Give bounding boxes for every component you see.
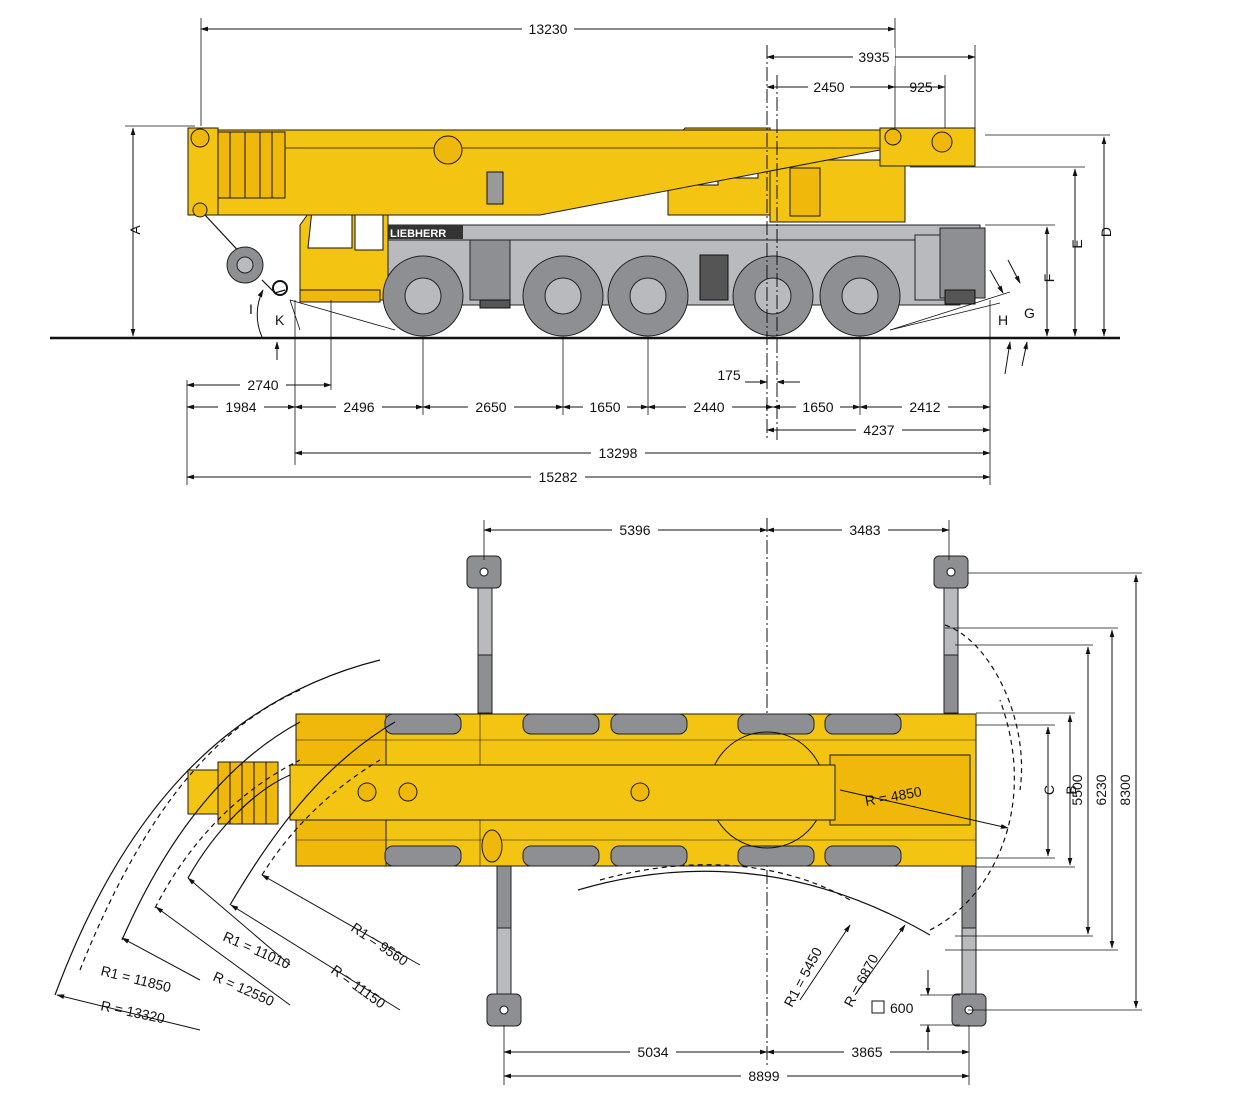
dim-13298: 13298 — [599, 445, 638, 461]
label-A: A — [127, 225, 143, 235]
top-view: R = 13320 R1 = 11850 R = 12550 R1 = 1101… — [54, 518, 1142, 1085]
dim-2740: 2740 — [247, 377, 278, 393]
dim-4237: 4237 — [863, 422, 894, 438]
dim-2650: 2650 — [475, 399, 506, 415]
hook-block — [226, 246, 288, 296]
label-r1-11010: R1 = 11010 — [221, 928, 293, 972]
label-D: D — [1098, 227, 1114, 237]
dim-6230: 6230 — [1093, 774, 1109, 805]
brand-logo: LIEBHERR — [390, 228, 446, 240]
dim-925: 925 — [909, 79, 933, 95]
side-extension-lines — [125, 18, 1110, 485]
dim-8899: 8899 — [748, 1068, 779, 1084]
driver-cab: LIEBHERR — [299, 199, 463, 303]
dim-13230: 13230 — [529, 21, 568, 37]
dim-2496: 2496 — [343, 399, 374, 415]
label-r1-5450: R1 = 5450 — [781, 944, 826, 1009]
label-C: C — [1041, 785, 1057, 795]
dim-8300: 8300 — [1117, 774, 1133, 805]
dim-5034: 5034 — [637, 1044, 668, 1060]
dim-2440: 2440 — [693, 399, 724, 415]
top-extension-lines — [483, 520, 1142, 1085]
label-K: K — [275, 312, 285, 328]
tyres-top — [384, 713, 902, 867]
pad-square-symbol — [871, 1000, 885, 1014]
dim-1984: 1984 — [225, 399, 256, 415]
label-H: H — [998, 312, 1008, 328]
dim-3935: 3935 — [858, 49, 889, 65]
telescopic-boom — [187, 127, 881, 259]
dim-2450: 2450 — [813, 79, 844, 95]
dim-5396: 5396 — [619, 522, 650, 538]
label-r-11150: R = 11150 — [328, 961, 388, 1011]
label-F: F — [1041, 274, 1057, 283]
dim-600: 600 — [890, 1000, 914, 1016]
wheels-side — [382, 255, 901, 337]
dim-2412: 2412 — [909, 399, 940, 415]
axle-dimension-row: 1984 2496 2650 1650 2440 1650 2412 — [186, 398, 991, 416]
side-view: LIEBHERR — [50, 18, 1120, 486]
dim-1650-a: 1650 — [589, 399, 620, 415]
dim-175: 175 — [717, 367, 741, 383]
label-r1-9560: R1 = 9560 — [348, 919, 411, 969]
label-r-13320: R = 13320 — [99, 997, 166, 1026]
radius-leaders — [56, 789, 1009, 1031]
label-G: G — [1024, 305, 1035, 321]
label-E: E — [1069, 239, 1085, 248]
dim-3483: 3483 — [849, 522, 880, 538]
dim-1650-b: 1650 — [802, 399, 833, 415]
label-I: I — [249, 301, 253, 317]
boom-top — [187, 731, 971, 863]
slewing-radius-arcs — [54, 624, 1023, 996]
label-B: B — [1063, 785, 1079, 794]
dim-5500: 5500 — [1069, 774, 1085, 805]
label-r1-11850: R1 = 11850 — [99, 962, 173, 995]
dim-3865: 3865 — [851, 1044, 882, 1060]
dim-15282: 15282 — [539, 469, 578, 485]
